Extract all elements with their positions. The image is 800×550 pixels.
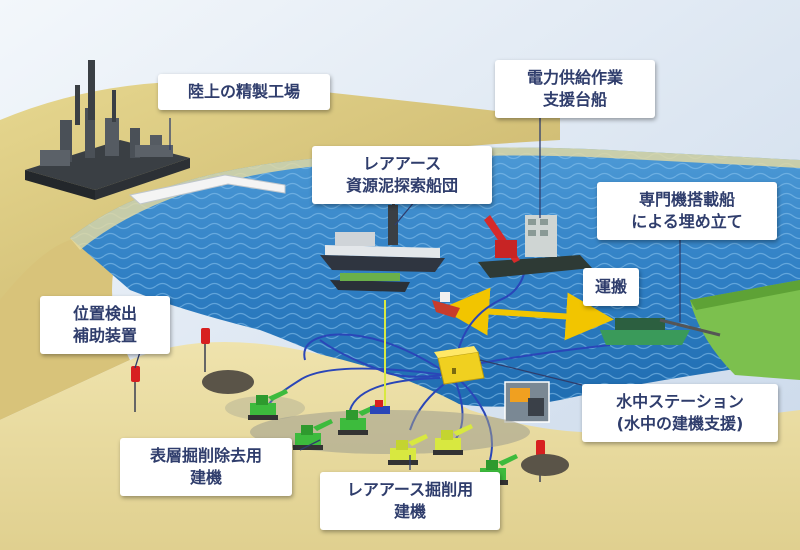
power-support-barge <box>478 215 592 278</box>
label-rare-earth-excavation: レアアース掘削用 建機 <box>320 472 500 530</box>
label-surface-removal: 表層掘削除去用 建機 <box>120 438 292 496</box>
underwater-station-icon <box>434 346 485 385</box>
label-station: 水中ステーション (水中の建機支援) <box>582 384 778 442</box>
positioning-devices <box>131 328 569 482</box>
label-positioning: 位置検出 補助装置 <box>40 296 170 354</box>
label-refinery: 陸上の精製工場 <box>158 74 330 110</box>
transport-arrow <box>441 287 614 341</box>
label-reclaim: 専門機搭載船 による埋め立て <box>597 182 777 240</box>
label-power-support: 電力供給作業 支援台船 <box>495 60 655 118</box>
landfill-ship <box>600 318 721 345</box>
breakwater <box>128 174 286 205</box>
station-photo <box>504 381 550 423</box>
refinery-icon <box>25 60 190 200</box>
tugboat <box>432 292 460 318</box>
label-mud-fleet: レアアース 資源泥探索船団 <box>312 146 492 204</box>
label-transport: 運搬 <box>583 268 640 306</box>
exploration-ship <box>320 195 445 292</box>
